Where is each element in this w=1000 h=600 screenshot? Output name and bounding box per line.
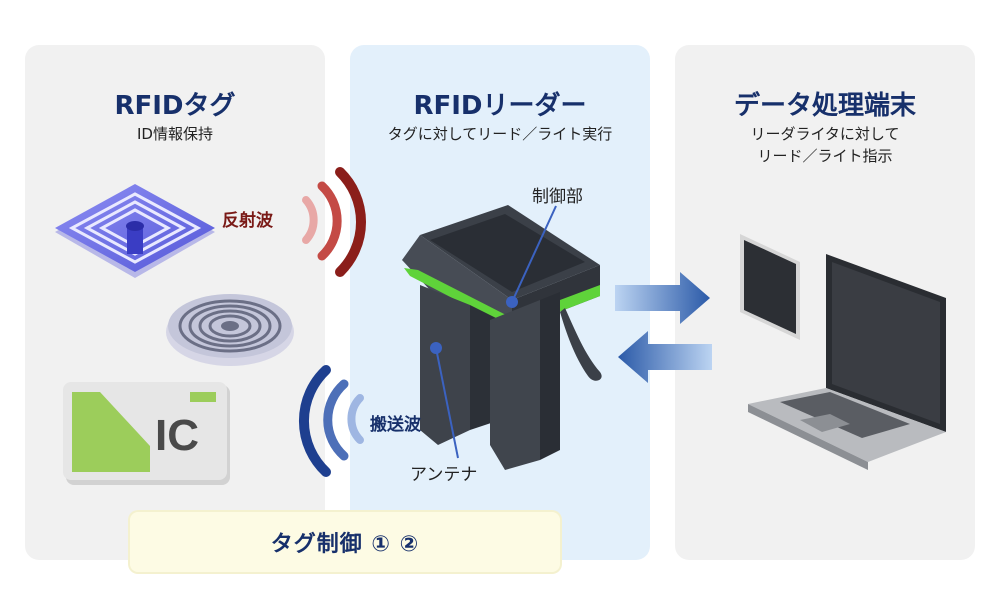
reflected-wave-icon — [302, 167, 367, 277]
rfid-reader-subtitle: タグに対してリード／ライト実行 — [387, 125, 613, 143]
carrier-wave-label: 搬送波 — [370, 415, 421, 435]
reflected-wave-label: 反射波 — [222, 211, 273, 231]
terminal-title: データ処理端末 — [733, 91, 916, 121]
terminal-subtitle-line2: リード／ライト指示 — [757, 147, 893, 165]
round-rfid-tag-icon — [166, 294, 294, 366]
tag-control-banner: タグ制御 ① ② — [130, 512, 560, 572]
terminal-subtitle-line1: リーダライタに対して — [750, 125, 900, 143]
ic-card-text: IC — [155, 411, 199, 460]
carrier-wave-icon — [299, 365, 364, 477]
rfid-reader-device-icon — [402, 205, 602, 470]
antenna-label: アンテナ — [410, 465, 478, 485]
rfid-tag-title: RFIDタグ — [114, 91, 236, 121]
laptop-icon — [748, 254, 946, 470]
terminal-subtitle: リーダライタに対して リード／ライト指示 — [675, 123, 975, 167]
ic-card-icon: IC — [63, 382, 230, 485]
rfid-tag-subtitle: ID情報保持 — [137, 125, 213, 143]
send-arrow-icon — [615, 272, 710, 324]
square-rfid-tag-icon — [55, 184, 215, 278]
control-unit-label: 制御部 — [532, 187, 583, 207]
rfid-reader-title: RFIDリーダー — [413, 91, 587, 121]
receive-arrow-icon — [618, 331, 712, 383]
tablet-icon — [740, 234, 800, 340]
